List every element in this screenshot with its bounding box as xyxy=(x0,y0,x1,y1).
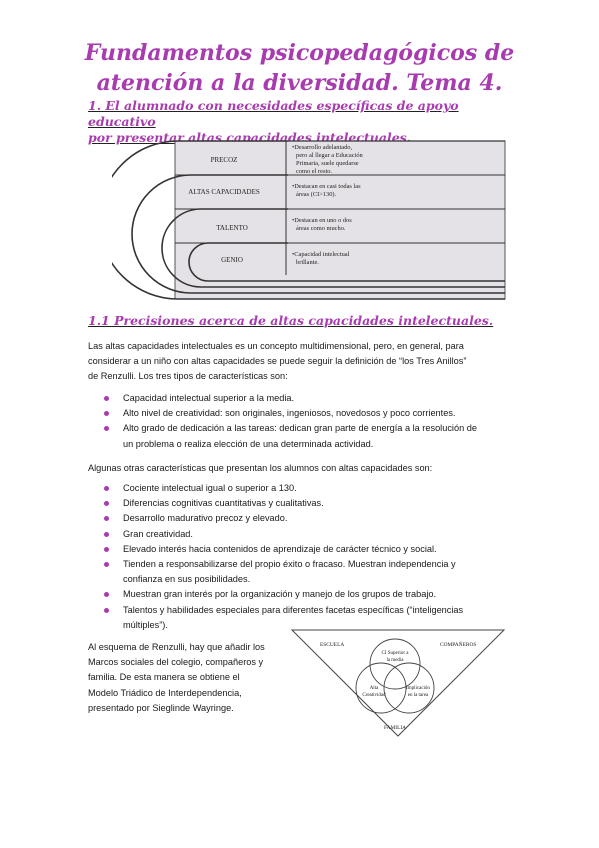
other-traits-list: Cociente intelectual igual o superior a … xyxy=(104,481,518,633)
inverted-triangle xyxy=(290,629,506,737)
closing-line-1: Al esquema de Renzulli, hay que añadir l… xyxy=(88,642,265,652)
row-desc-genio-1: •Capacidad intelectual xyxy=(292,251,350,258)
list-item-text: Alto nivel de creatividad: son originale… xyxy=(123,408,456,419)
triadic-model-svg: ESCUELA COMPAÑEROS FAMILIA CI Superior a… xyxy=(290,629,506,737)
closing-line-5: presentado por Sieglinde Wayringe. xyxy=(88,702,234,713)
arc-2 xyxy=(131,174,505,294)
bullet-icon xyxy=(104,501,109,507)
bullet-icon xyxy=(104,426,109,432)
list-item-text: Elevado interés hacia contenidos de apre… xyxy=(123,543,437,554)
list-item-text: Tienden a responsabilizarse del propio é… xyxy=(123,559,456,570)
table-background xyxy=(174,140,506,300)
list-item-text: Talentos y habilidades especiales para d… xyxy=(123,604,464,615)
corner-label-peers: COMPAÑEROS xyxy=(440,640,476,648)
row-label-genio: GENIO xyxy=(221,256,243,264)
row-label-precoz: PRECOZ xyxy=(211,156,238,164)
circle-task-commitment xyxy=(383,662,435,714)
list-item-text: Alto grado de dedicación a las tareas: d… xyxy=(123,423,477,434)
row-desc-altas-1: •Destacan en casi todas las xyxy=(292,183,361,190)
list-item: Muestran gran interés por la organizació… xyxy=(104,587,518,602)
intro-line-3: de Renzulli. Los tres tipos de caracterí… xyxy=(88,371,288,382)
row-desc-precoz-3: Primaria, suele quedarse xyxy=(296,160,359,167)
list-item: Talentos y habilidades especiales para d… xyxy=(104,603,518,633)
corner-label-family: FAMILIA xyxy=(384,725,406,731)
title-line-2: atención a la diversidad. Tema 4. xyxy=(96,70,503,96)
giftedness-categories-diagram: PRECOZ ALTAS CAPACIDADES TALENTO GENIO •… xyxy=(98,137,508,305)
circle-top-line-2: la media xyxy=(386,658,404,663)
list-item-text-cont: confianza en sus posibilidades. xyxy=(123,574,251,585)
intro-paragraph: Las altas capacidades intelectuales es u… xyxy=(88,339,518,385)
triadic-model-diagram: ESCUELA COMPAÑEROS FAMILIA CI Superior a… xyxy=(288,626,508,740)
title-line-1: Fundamentos psicopedagógicos de xyxy=(84,40,515,66)
row-label-altas-capacidades: ALTAS CAPACIDADES xyxy=(188,188,260,196)
row-desc-precoz-2: pero al llegar a Educación xyxy=(296,152,364,159)
list-item-text: Muestran gran interés por la organizació… xyxy=(123,589,437,600)
section-2-heading: 1.1 Precisiones acerca de altas capacida… xyxy=(88,313,494,328)
circle-left-line-2: Creatividad xyxy=(362,693,386,698)
row-desc-talento-2: áreas como mucho. xyxy=(296,225,346,232)
circle-creativity xyxy=(355,662,407,714)
row-label-talento: TALENTO xyxy=(216,224,248,232)
row-desc-altas-2: áreas (CI>130). xyxy=(296,191,337,198)
bullet-icon xyxy=(104,592,109,598)
closing-line-2: Marcos sociales del colegio, compañeros … xyxy=(88,657,264,668)
list-item: Elevado interés hacia contenidos de apre… xyxy=(104,542,518,557)
list-item-text: Cociente intelectual igual o superior a … xyxy=(123,483,297,493)
list-item-text: Diferencias cognitivas cuantitativas y c… xyxy=(123,498,324,509)
bullet-icon xyxy=(104,516,109,522)
bullet-icon xyxy=(104,607,109,613)
circle-top-line-1: CI Superior a xyxy=(382,651,410,656)
list-item: Alto grado de dedicación a las tareas: d… xyxy=(104,421,518,451)
list-item: Diferencias cognitivas cuantitativas y c… xyxy=(104,496,518,511)
list-item: Capacidad intelectual superior a la medi… xyxy=(104,391,518,406)
circle-left-line-1: Alta xyxy=(370,686,379,691)
row-desc-genio-2: brillante. xyxy=(296,259,319,266)
intro-line-2: considerar a un niño con altas capacidad… xyxy=(88,356,467,367)
bullet-icon xyxy=(104,411,109,417)
section-1-heading-line-1: 1. El alumnado con necesidades específic… xyxy=(88,98,459,129)
renzulli-traits-list: Capacidad intelectual superior a la medi… xyxy=(104,391,518,452)
corner-label-school: ESCUELA xyxy=(320,642,344,648)
page-title: Fundamentos psicopedagógicos de atención… xyxy=(0,38,599,98)
list-item-text: Gran creatividad. xyxy=(123,528,193,539)
arc-inner xyxy=(188,242,505,282)
circle-intelligence xyxy=(369,638,421,690)
bullet-icon xyxy=(104,562,109,568)
list-item: Desarrollo madurativo precoz y elevado. xyxy=(104,511,518,526)
bullet-icon xyxy=(104,531,109,537)
list-item: Cociente intelectual igual o superior a … xyxy=(104,481,518,496)
circle-right-line-2: en la tarea xyxy=(408,693,429,698)
bullet-icon xyxy=(104,396,109,401)
arc-3 xyxy=(161,208,505,288)
closing-line-3: familia. De esta manera se obtiene el xyxy=(88,672,240,683)
row-desc-precoz-1: •Desarrollo adelantado, xyxy=(292,144,352,151)
categories-diagram-svg: PRECOZ ALTAS CAPACIDADES TALENTO GENIO •… xyxy=(98,140,506,300)
list-item-text: Capacidad intelectual superior a la medi… xyxy=(123,393,295,403)
bullet-icon xyxy=(104,546,109,552)
list-item-text-cont: un problema o realiza elección de una de… xyxy=(123,438,374,449)
bullet-icon xyxy=(104,486,109,491)
list-item-text: Desarrollo madurativo precoz y elevado. xyxy=(123,513,288,524)
row-desc-talento-1: •Destacan en uno o dos xyxy=(292,217,352,224)
list-item: Alto nivel de creatividad: son originale… xyxy=(104,406,518,421)
list-item: Gran creatividad. xyxy=(104,527,518,542)
list-item: Tienden a responsabilizarse del propio é… xyxy=(104,557,518,587)
intro-2-paragraph: Algunas otras características que presen… xyxy=(88,463,433,473)
circle-right-line-1: Implicación xyxy=(406,686,430,691)
list-item-text-cont: múltiples”). xyxy=(123,619,168,630)
intro-line-1: Las altas capacidades intelectuales es u… xyxy=(88,341,464,351)
closing-paragraph: Al esquema de Renzulli, hay que añadir l… xyxy=(88,640,288,716)
closing-line-4: Modelo Triádico de Interdependencia, xyxy=(88,687,242,698)
row-desc-precoz-4: como el resto. xyxy=(296,168,332,175)
